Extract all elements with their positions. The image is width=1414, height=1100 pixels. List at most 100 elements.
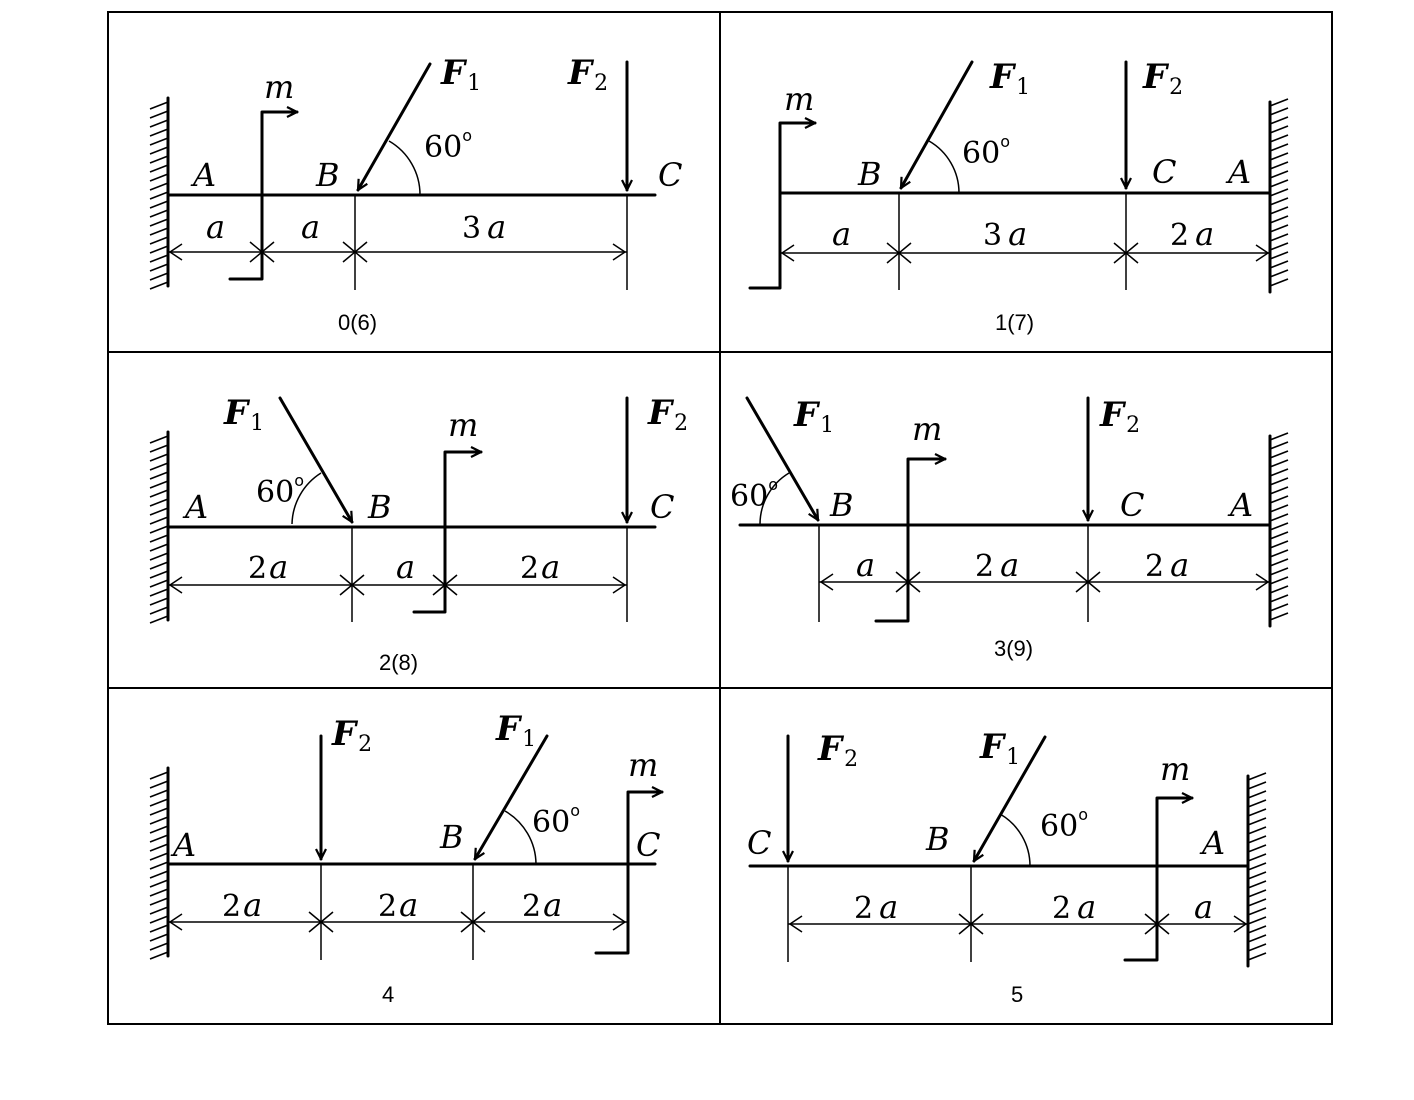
force-f2-label: F2 xyxy=(567,53,608,96)
dimension-line xyxy=(168,574,627,596)
moment-label: m xyxy=(784,80,814,118)
hatch-stroke xyxy=(1269,594,1289,603)
hatch-stroke xyxy=(149,780,169,789)
point-label-a: A xyxy=(1227,486,1253,524)
angle-label: 60o xyxy=(532,801,580,840)
force-f1-arrow xyxy=(356,62,432,190)
dimension-line xyxy=(788,913,1248,935)
panel-2: A B C m F1 F2 60o 2a a 2a 2(8) xyxy=(149,393,688,675)
panel-4: A B C m F2 F1 60o 2a 2a 2a 4 xyxy=(149,709,664,1007)
hatch-stroke xyxy=(1269,125,1289,134)
hatch-stroke xyxy=(149,924,169,933)
hatch-stroke xyxy=(149,798,169,807)
hatch-stroke xyxy=(149,110,169,119)
hatch-stroke xyxy=(149,543,169,552)
hatch-stroke xyxy=(1247,781,1267,790)
hatch-stroke xyxy=(149,254,169,263)
angle-arc xyxy=(999,813,1031,867)
hatch-stroke xyxy=(1269,170,1289,179)
hatch-stroke xyxy=(1269,486,1289,495)
hatch-stroke xyxy=(149,164,169,173)
hatch-stroke xyxy=(149,906,169,915)
hatch-stroke xyxy=(149,128,169,137)
dim-label: 2a xyxy=(248,548,288,586)
hatch-stroke xyxy=(149,552,169,561)
hatch-stroke xyxy=(1247,772,1267,781)
hatch-stroke xyxy=(149,101,169,110)
hatch-stroke xyxy=(1269,98,1289,107)
dim-label: a xyxy=(856,546,875,584)
hatch-stroke xyxy=(1247,817,1267,826)
hatch-stroke xyxy=(149,263,169,272)
hatch-stroke xyxy=(149,771,169,780)
hatch-stroke xyxy=(149,480,169,489)
force-f1-label: F1 xyxy=(793,395,834,438)
force-f2-label: F2 xyxy=(331,714,372,757)
panel-caption: 1(7) xyxy=(995,310,1034,335)
moment-label: m xyxy=(448,406,478,444)
hatch-stroke xyxy=(1269,233,1289,242)
hatch-stroke xyxy=(1247,889,1267,898)
hatch-stroke xyxy=(1269,215,1289,224)
dim-label: 2a xyxy=(222,886,262,924)
hatch-stroke xyxy=(1269,459,1289,468)
hatch-stroke xyxy=(1269,206,1289,215)
hatch-stroke xyxy=(1247,880,1267,889)
force-f2-label: F2 xyxy=(1142,57,1183,100)
hatch-stroke xyxy=(149,897,169,906)
hatch-stroke xyxy=(1247,898,1267,907)
hatch-stroke xyxy=(149,200,169,209)
moment-couple xyxy=(874,459,947,623)
fixed-support-right xyxy=(1246,772,1267,968)
moment-couple xyxy=(412,452,483,614)
dim-cross xyxy=(249,241,275,263)
force-f2-label: F2 xyxy=(817,729,858,772)
angle-label: 60o xyxy=(1040,805,1088,844)
hatch-stroke xyxy=(1247,871,1267,880)
dim-cross xyxy=(1144,913,1170,935)
force-f1-arrow xyxy=(899,60,974,188)
hatch-stroke xyxy=(1269,603,1289,612)
hatch-stroke xyxy=(1269,468,1289,477)
hatch-stroke xyxy=(1269,522,1289,531)
hatch-stroke xyxy=(149,915,169,924)
hatch-stroke xyxy=(149,245,169,254)
hatch-stroke xyxy=(1269,513,1289,522)
hatch-stroke xyxy=(149,534,169,543)
force-f1-arrow xyxy=(278,396,354,522)
hatch-stroke xyxy=(1269,107,1289,116)
hatch-stroke xyxy=(149,879,169,888)
dim-cross xyxy=(342,241,368,263)
hatch-stroke xyxy=(1247,952,1267,961)
hatch-stroke xyxy=(1269,450,1289,459)
hatch-stroke xyxy=(1269,567,1289,576)
point-label-b: B xyxy=(315,156,340,194)
hatch-stroke xyxy=(149,498,169,507)
extension-lines xyxy=(818,525,1089,622)
extension-lines xyxy=(320,864,474,960)
moment-label: m xyxy=(912,410,942,448)
dim-label: a xyxy=(396,548,415,586)
force-f1-label: F1 xyxy=(440,53,481,96)
hatch-stroke xyxy=(149,218,169,227)
moment-couple xyxy=(594,792,664,955)
panel-caption: 2(8) xyxy=(379,650,418,675)
dim-cross xyxy=(895,571,921,593)
dim-cross xyxy=(460,911,486,933)
hatch-stroke xyxy=(1269,179,1289,188)
extension-lines xyxy=(354,195,628,290)
dimension-line xyxy=(168,911,627,933)
point-label-b: B xyxy=(925,820,950,858)
hatch-stroke xyxy=(149,933,169,942)
point-label-a: A xyxy=(170,826,196,864)
point-label-b: B xyxy=(367,488,392,526)
hatch-stroke xyxy=(1269,531,1289,540)
moment-label: m xyxy=(264,68,294,106)
